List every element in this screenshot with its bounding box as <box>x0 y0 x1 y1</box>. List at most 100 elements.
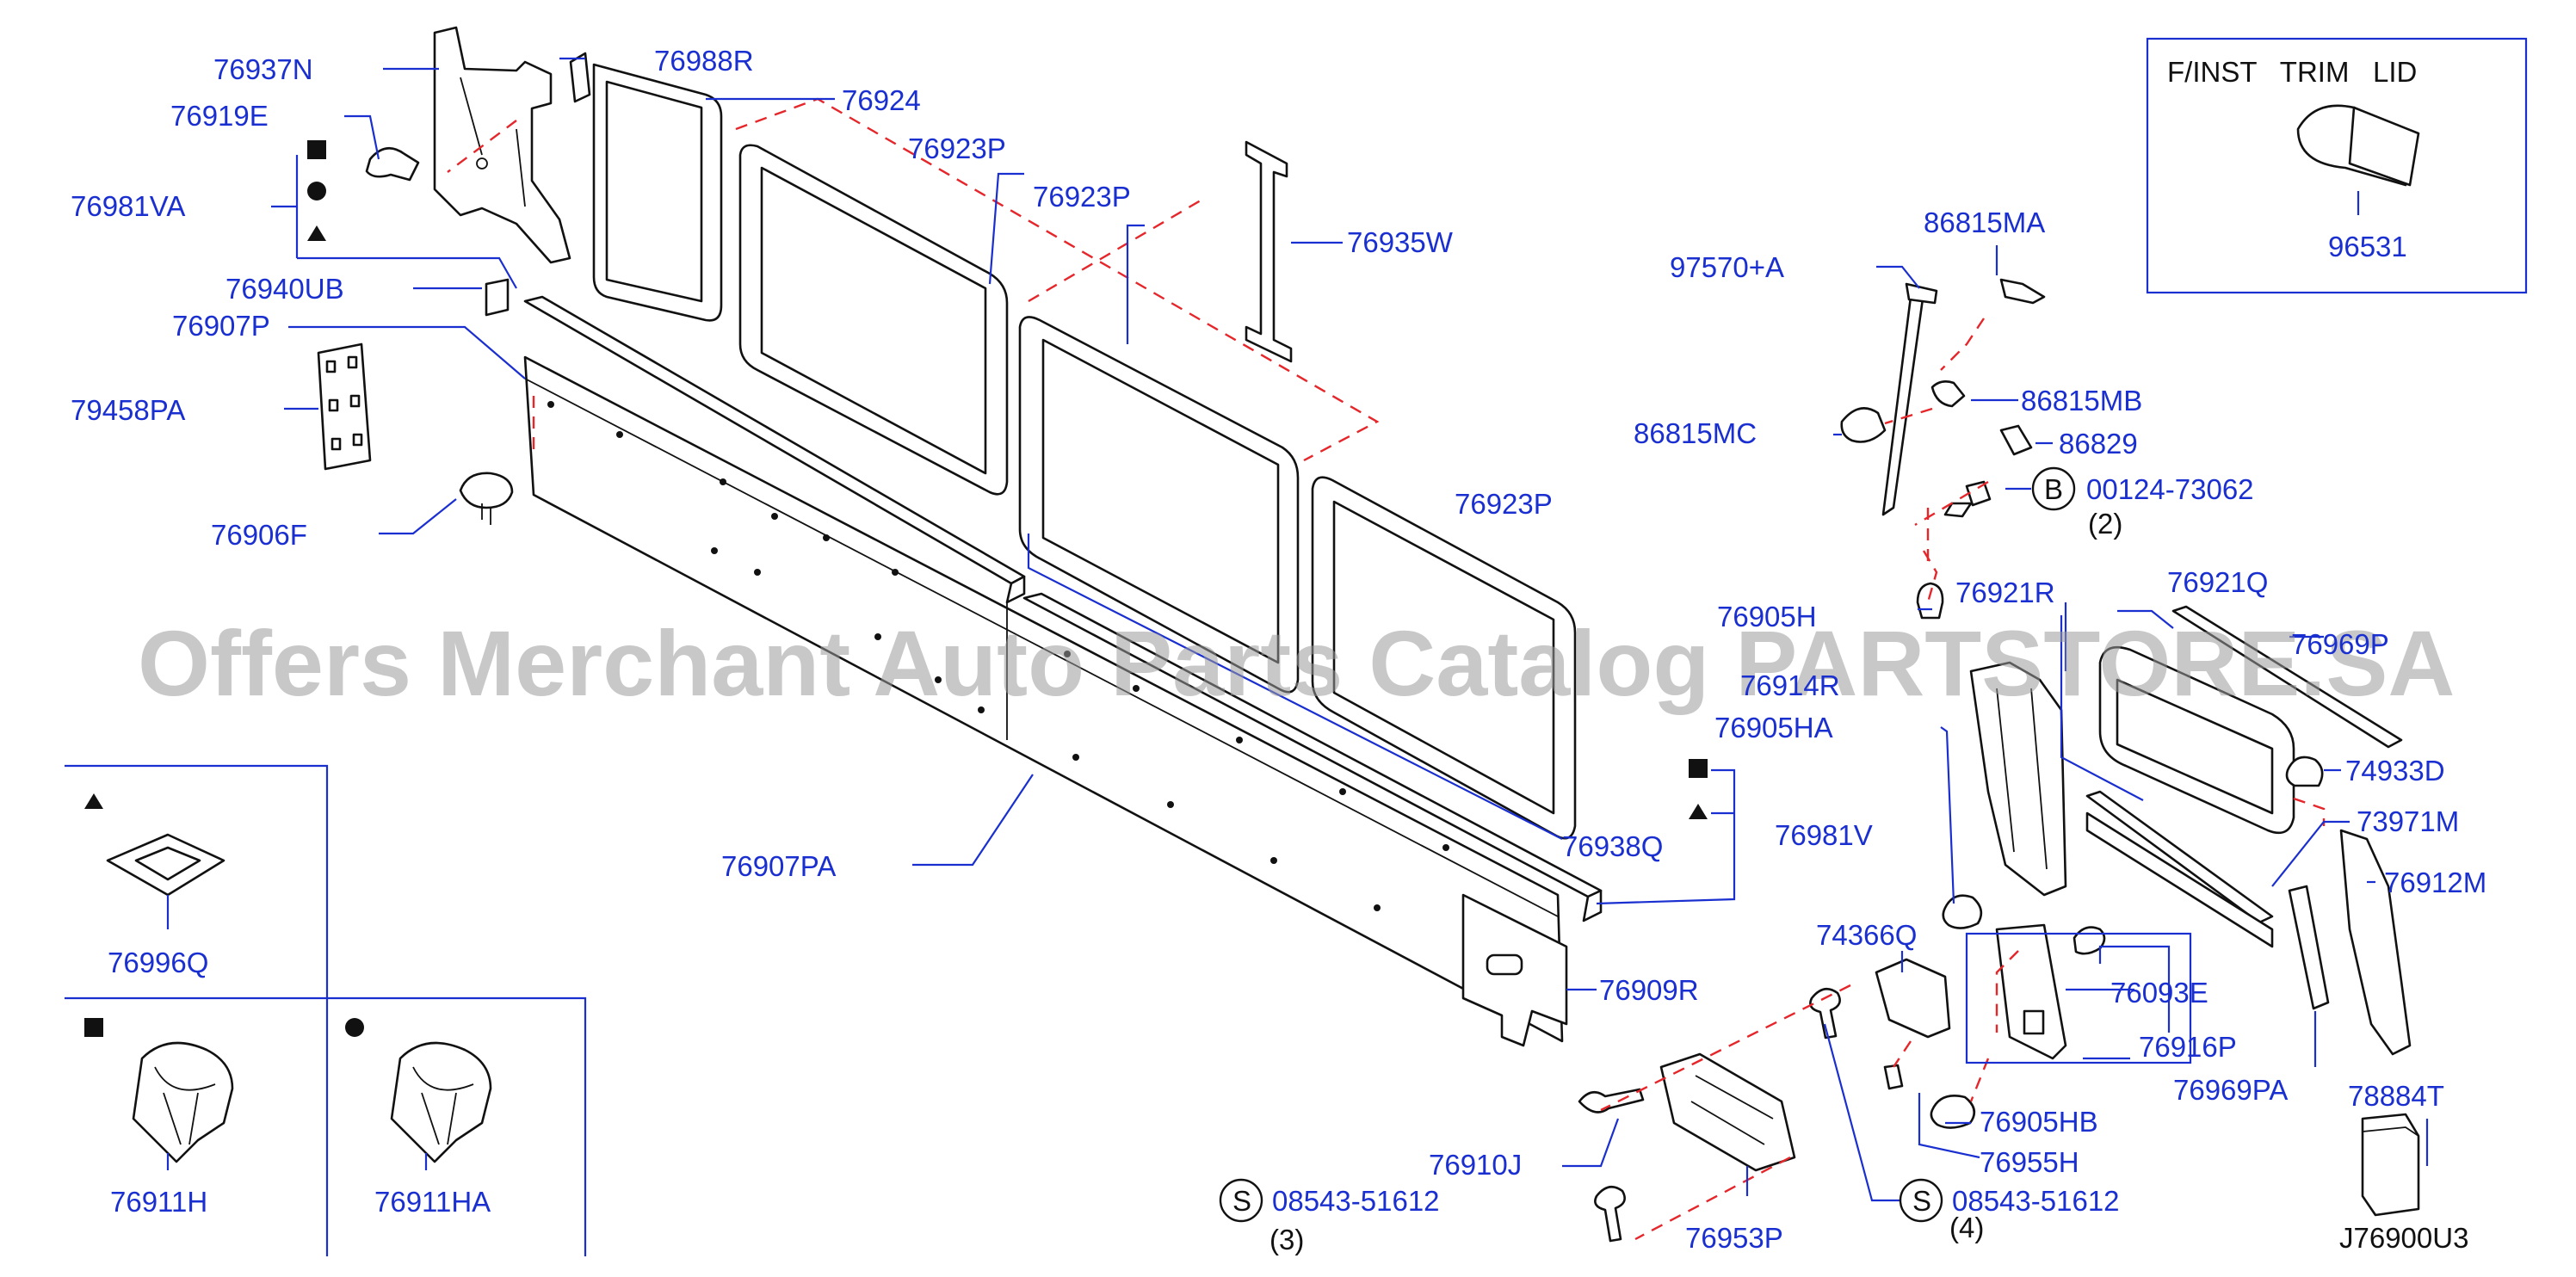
part-drawings <box>106 26 2420 1243</box>
label-97570a: 97570+A <box>1670 251 1784 283</box>
label-76981v: 76981V <box>1775 819 1873 851</box>
part-00124-73062-shape <box>1943 480 1992 518</box>
screw-letter-a: S <box>1232 1185 1251 1217</box>
label-76969p: 76969P <box>2291 628 2389 660</box>
triangle-symbol <box>1689 804 1708 819</box>
label-73971m: 73971M <box>2357 805 2459 837</box>
part-76969p-shape <box>2171 605 2403 749</box>
label-76921q: 76921Q <box>2167 566 2268 598</box>
part-76907pa-shape <box>523 355 1564 1043</box>
part-76911h-shape <box>132 1041 234 1163</box>
label-76996q: 76996Q <box>108 947 208 978</box>
label-76912m: 76912M <box>2384 867 2486 898</box>
legend-frame <box>65 764 587 1256</box>
part-76935w-shape <box>1245 140 1293 363</box>
label-74366q: 74366Q <box>1816 919 1917 951</box>
part-73971m-shape <box>2085 790 2274 924</box>
leader-lines <box>166 57 2429 1202</box>
screw-quantity-a: (3) <box>1269 1224 1304 1255</box>
label-76916p: 76916P <box>2139 1031 2237 1063</box>
legend-symbols <box>84 140 2076 1223</box>
screw-quantity-b: (4) <box>1949 1212 1984 1243</box>
label-76911ha: 76911HA <box>374 1186 491 1218</box>
part-86815mc-shape <box>1840 407 1887 443</box>
bracket-frame <box>1965 932 2192 1064</box>
screw-letter-circle-b <box>1899 1178 1943 1223</box>
part-76912m-shape <box>2339 829 2412 1056</box>
square-symbol <box>1689 759 1708 778</box>
part-74933d-shape <box>2285 756 2324 787</box>
bolt-letter: B <box>2044 473 2063 505</box>
part-08543-a-shape <box>1594 1185 1626 1243</box>
label-08543-51612-b: 08543-51612 <box>1952 1185 2120 1217</box>
label-76905h: 76905H <box>1717 601 1817 632</box>
label-76924: 76924 <box>842 84 921 116</box>
screw-letter-circle-a <box>1219 1178 1263 1223</box>
part-76905ha-shape <box>1942 894 1983 929</box>
circle-symbol <box>345 1018 364 1037</box>
label-76905ha: 76905HA <box>1714 712 1833 743</box>
label-76988r: 76988R <box>654 45 754 77</box>
part-86829-shape <box>1999 424 2033 456</box>
watermark: Offers Merchant Auto Parts Catalog PARTS… <box>138 611 2455 715</box>
part-76940ub-shape <box>485 278 510 317</box>
part-74366q-shape <box>1875 958 1951 1039</box>
part-76953p-shape <box>1659 1052 1796 1172</box>
part-76906f-shape <box>459 472 514 509</box>
part-08543-b-shape <box>1809 987 1841 1039</box>
part-76919e-shape <box>365 147 420 182</box>
label-00124-73062: 00124-73062 <box>2086 473 2254 505</box>
inset-title: F/INST TRIM LID <box>2167 56 2417 88</box>
label-76969pa: 76969PA <box>2173 1074 2288 1106</box>
circle-symbol <box>307 182 326 200</box>
label-86815mc: 86815MC <box>1634 417 1757 449</box>
label-08543-51612-a: 08543-51612 <box>1272 1185 1440 1217</box>
label-76921r: 76921R <box>1955 577 2055 608</box>
label-86815ma: 86815MA <box>1924 207 2045 238</box>
label-86829: 86829 <box>2059 428 2138 460</box>
label-74933d: 74933D <box>2345 755 2445 787</box>
label-76940ub: 76940UB <box>225 273 344 305</box>
label-76906f: 76906F <box>211 519 307 551</box>
label-78884t: 78884T <box>2348 1080 2444 1112</box>
bolt-letter-circle <box>2031 466 2076 511</box>
label-76923p-a: 76923P <box>908 133 1006 164</box>
label-76938q: 76938Q <box>1562 830 1663 862</box>
frames <box>65 37 2528 1256</box>
label-76923p-c: 76923P <box>1455 488 1553 520</box>
bolt-quantity: (2) <box>2088 508 2122 540</box>
label-76905hb: 76905HB <box>1980 1106 2098 1138</box>
label-76910j: 76910J <box>1429 1149 1522 1181</box>
part-86815mb-shape <box>1930 380 1966 408</box>
square-symbol <box>84 1018 103 1037</box>
label-76981va: 76981VA <box>71 190 185 222</box>
screw-letter-b: S <box>1912 1185 1931 1217</box>
part-76911ha-shape <box>390 1041 492 1163</box>
reference-lines <box>447 97 2326 1241</box>
label-79458pa: 79458PA <box>71 394 185 426</box>
part-76969pa-shape <box>2288 885 2330 1010</box>
part-76937n-shape <box>433 26 571 264</box>
label-76919e: 76919E <box>170 100 269 132</box>
triangle-symbol <box>84 793 103 809</box>
label-76914r: 76914R <box>1740 669 1840 701</box>
label-96531: 96531 <box>2328 231 2407 262</box>
part-97570a-shape <box>1881 291 1925 516</box>
part-86815ma-shape <box>1999 278 2046 305</box>
part-76955h-shape <box>1883 1064 1904 1090</box>
square-symbol <box>307 140 326 159</box>
label-76911h: 76911H <box>110 1186 207 1218</box>
part-76988r-shape <box>569 52 591 103</box>
label-76093e: 76093E <box>2110 977 2208 1009</box>
label-76909r: 76909R <box>1599 974 1699 1006</box>
diagram-code: J76900U3 <box>2339 1222 2468 1254</box>
label-76955h: 76955H <box>1980 1146 2079 1178</box>
triangle-symbol <box>307 225 326 241</box>
part-76914r-shape <box>1969 661 2067 897</box>
label-76937n: 76937N <box>213 53 313 85</box>
label-76907pa: 76907PA <box>721 850 836 882</box>
label-76907p: 76907P <box>172 310 270 342</box>
label-76923p-b: 76923P <box>1033 181 1131 213</box>
part-76910j-shape <box>1578 1088 1645 1114</box>
